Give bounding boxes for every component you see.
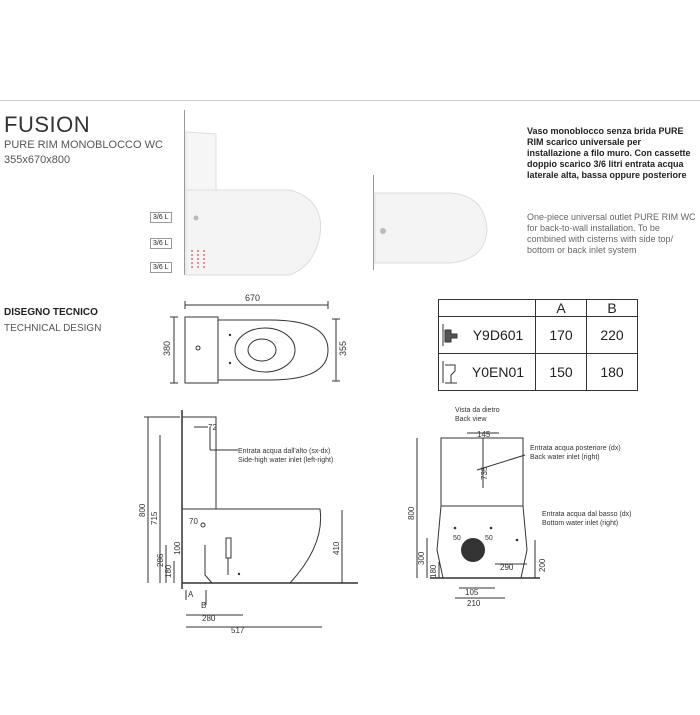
description-italian: Vaso monoblocco senza brida PURE RIM sca… bbox=[527, 126, 691, 180]
spec-value-a: 150 bbox=[535, 353, 587, 391]
dim-a: A bbox=[188, 590, 194, 599]
side-inlet-note-en: Side-high water inlet (left-right) bbox=[238, 457, 333, 464]
dim-70: 70 bbox=[189, 517, 198, 526]
back-view-drawing: Vista da dietro Back view 145 735 800 50… bbox=[407, 407, 547, 608]
dim-280: 280 bbox=[202, 614, 216, 623]
flush-label-3: 3/6 L bbox=[150, 262, 172, 273]
dim-72: 72 bbox=[208, 423, 217, 432]
dim-200: 200 bbox=[538, 558, 547, 572]
spec-header-b: B bbox=[586, 299, 638, 317]
product-dimensions: 355x670x800 bbox=[4, 154, 71, 166]
section-title-italian: DISEGNO TECNICO bbox=[4, 307, 98, 318]
dim-290: 290 bbox=[500, 563, 514, 572]
top-depth-right-label: 355 bbox=[338, 341, 348, 356]
spec-header-row: A B bbox=[438, 299, 638, 317]
dim-410: 410 bbox=[332, 541, 341, 555]
spec-code: Y0EN01 bbox=[461, 353, 536, 391]
dim-800-side: 800 bbox=[138, 503, 147, 517]
dim-286: 286 bbox=[156, 553, 165, 567]
back-inlet-outlet-icon bbox=[442, 324, 458, 346]
spec-row: Y9D601 170 220 bbox=[438, 316, 638, 354]
spec-value-b: 220 bbox=[586, 316, 638, 354]
dim-105: 105 bbox=[465, 588, 479, 597]
dim-210: 210 bbox=[467, 599, 481, 608]
dim-50-left: 50 bbox=[453, 535, 461, 542]
spec-row: Y0EN01 150 180 bbox=[438, 353, 638, 391]
back-view-caption-it: Vista da dietro bbox=[455, 407, 500, 414]
spec-value-a: 170 bbox=[535, 316, 587, 354]
floor-outlet-icon bbox=[442, 361, 457, 384]
product-photo-rear bbox=[373, 175, 488, 270]
dim-145: 145 bbox=[477, 430, 491, 439]
side-view-drawing: 72 800 715 70 286 180 100 410 280 517 A … bbox=[138, 410, 358, 635]
top-depth-left-label: 380 bbox=[162, 341, 172, 356]
dim-b: B bbox=[201, 601, 206, 610]
description-english: One-piece universal outlet PURE RIM WC f… bbox=[527, 212, 696, 255]
bottom-inlet-note: Entrata acqua dal basso (dx) Bottom wate… bbox=[542, 510, 697, 528]
product-title: FUSION bbox=[4, 112, 91, 137]
spec-header-a: A bbox=[535, 299, 587, 317]
dim-180-back: 180 bbox=[429, 564, 438, 578]
dim-100: 100 bbox=[173, 541, 182, 555]
dim-517: 517 bbox=[231, 626, 245, 635]
product-subtitle: PURE RIM MONOBLOCCO WC bbox=[4, 139, 163, 151]
flush-label-1: 3/6 L bbox=[150, 212, 172, 223]
spec-value-b: 180 bbox=[586, 353, 638, 391]
bottom-inlet-note-it: Entrata acqua dal basso (dx) bbox=[542, 511, 632, 518]
top-view-drawing: 670 380 355 bbox=[162, 293, 348, 384]
spec-code: Y9D601 bbox=[461, 316, 536, 354]
top-width-label: 670 bbox=[245, 293, 260, 303]
header-divider bbox=[0, 100, 700, 101]
dim-50-right: 50 bbox=[485, 535, 493, 542]
back-inlet-note-it: Entrata acqua posteriore (dx) bbox=[530, 445, 621, 452]
dim-300: 300 bbox=[417, 551, 426, 565]
bottom-inlet-note-en: Bottom water inlet (right) bbox=[542, 520, 619, 527]
dim-800-back: 800 bbox=[407, 506, 416, 520]
product-photo-side bbox=[184, 110, 322, 276]
dim-735: 735 bbox=[480, 466, 489, 480]
back-inlet-note: Entrata acqua posteriore (dx) Back water… bbox=[530, 444, 695, 462]
back-inlet-note-en: Back water inlet (right) bbox=[530, 454, 600, 461]
spec-table: A B Y9D601 170 220 Y0EN01 bbox=[438, 299, 638, 391]
dim-715: 715 bbox=[150, 511, 159, 525]
dim-180-side: 180 bbox=[164, 564, 173, 578]
flush-label-2: 3/6 L bbox=[150, 238, 172, 249]
section-title-english: TECHNICAL DESIGN bbox=[4, 323, 102, 334]
back-view-caption-en: Back view bbox=[455, 416, 487, 423]
side-inlet-note-it: Entrata acqua dall'alto (sx-dx) bbox=[238, 448, 330, 455]
